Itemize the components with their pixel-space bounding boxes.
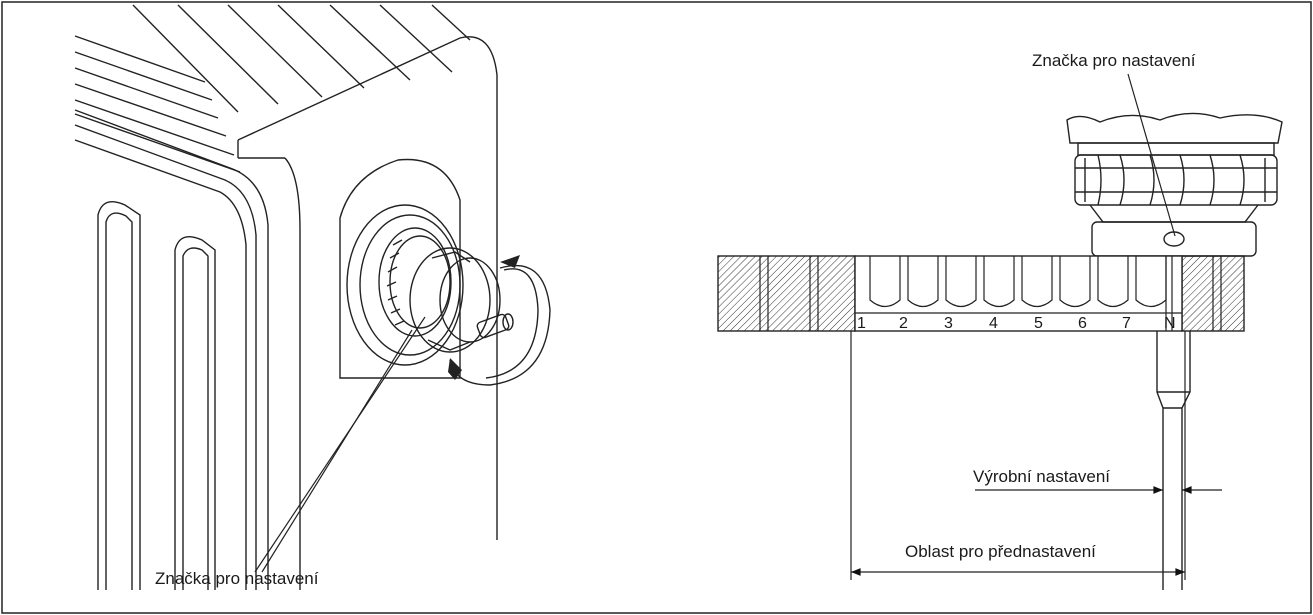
- setting-ring-ridges: [386, 239, 405, 326]
- valve-mount-plate: [339, 158, 461, 379]
- scale-mark-5: 5: [1034, 315, 1043, 332]
- radiator-column-1: [97, 201, 141, 590]
- radiator-top-fins: [74, 4, 471, 173]
- scale-mark-6: 6: [1078, 315, 1087, 332]
- rotation-arrowhead-bottom: [448, 358, 462, 380]
- right-adjust-mark-label: Značka pro nastavení: [1032, 51, 1196, 70]
- scale-mark-3: 3: [944, 315, 953, 332]
- scale-mark-4: 4: [989, 315, 998, 332]
- left-leader-line-1: [254, 316, 426, 573]
- scale-mark-1: 1: [857, 315, 866, 332]
- valve-head-detail: [1066, 112, 1283, 257]
- valve-nut: [1074, 154, 1278, 206]
- radiator-front-edge-1: [74, 109, 269, 590]
- adjust-mark-dot: [1163, 231, 1185, 247]
- rotation-arrow-path: [449, 264, 551, 386]
- scale-mark-7: 7: [1122, 315, 1131, 332]
- radiator-column-2: [174, 236, 216, 590]
- setting-scale-ring: 1 2 3 4 5 6 7 N: [717, 255, 1245, 332]
- scale-mark-2: 2: [899, 315, 908, 332]
- scale-hatch-left: [717, 255, 856, 332]
- left-adjust-mark-label: Značka pro nastavení: [155, 569, 319, 588]
- factory-setting-label: Výrobní nastavení: [973, 467, 1110, 486]
- valve-head-top: [1066, 112, 1283, 144]
- radiator-drawing: [74, 4, 498, 590]
- left-leader-line-2: [261, 329, 413, 573]
- factory-pointer: [1156, 331, 1191, 590]
- preset-range-label: Oblast pro přednastavení: [905, 542, 1096, 561]
- scale-mark-n: N: [1164, 315, 1176, 332]
- thermostatic-valve: [346, 204, 551, 386]
- rotation-arrowhead-top: [500, 255, 520, 268]
- radiator-side-top-edge: [237, 36, 498, 540]
